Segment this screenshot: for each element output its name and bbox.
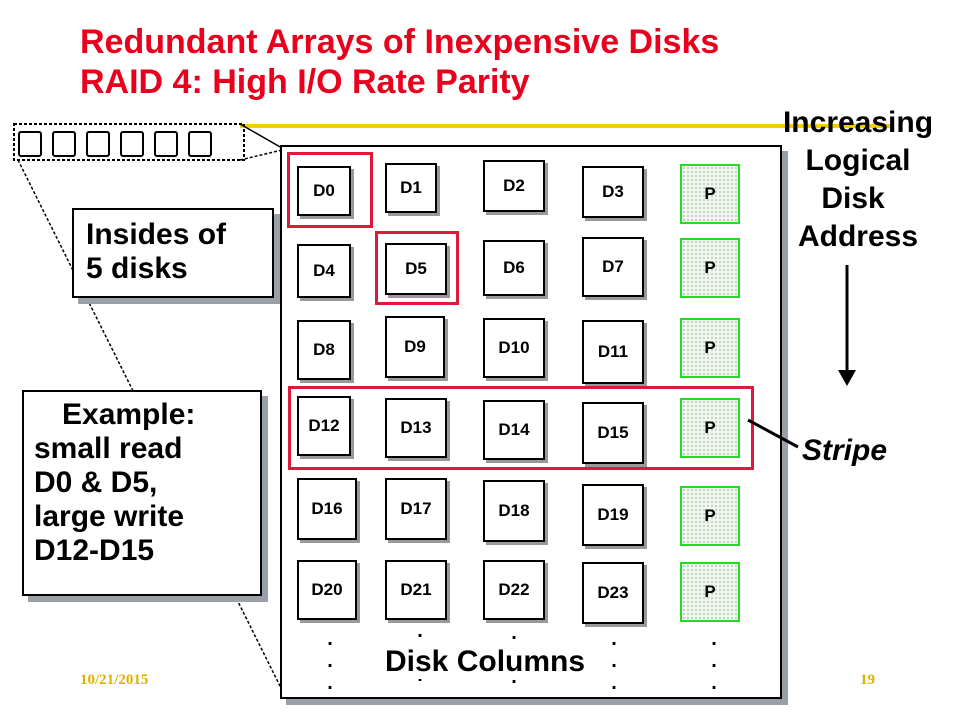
block-d2: D2 [483,160,545,212]
disk-icon [120,131,144,157]
slide-title: Redundant Arrays of Inexpensive Disks RA… [80,22,719,102]
block-d16: D16 [297,478,357,540]
block-d13: D13 [385,398,447,458]
block-d17: D17 [385,478,447,540]
block-d18: D18 [483,480,545,542]
stripe-label: Stripe [802,434,888,467]
highlight-d0 [287,152,373,228]
address-line-3: Disk [821,182,885,215]
highlight-d5 [375,231,459,305]
address-line-2: Logical [805,144,911,177]
example-line-5: D12-D15 [34,534,155,567]
block-d12: D12 [297,396,351,456]
parity-block: P [680,562,740,622]
block-d6: D6 [483,240,545,296]
parity-block: P [680,164,740,224]
block-d22: D22 [483,560,545,620]
block-d4: D4 [297,244,351,298]
disk-icon [188,131,212,157]
disk-icon [154,131,178,157]
block-d19: D19 [582,484,644,546]
parity-block: P [680,486,740,546]
address-line-1: Increasing [782,106,934,139]
block-d1: D1 [385,163,437,213]
block-d11: D11 [582,320,644,384]
block-d10: D10 [483,318,545,378]
parity-block: P [680,238,740,298]
example-line-1: Example: [62,398,196,431]
address-label: Increasing Logical Disk Address [758,104,958,256]
example-line-4: large write [34,500,185,533]
parity-block: P [680,318,740,378]
title-line-1: Redundant Arrays of Inexpensive Disks [80,23,720,61]
disk-icon [52,131,76,157]
continuation-dots: ... [327,628,333,694]
title-underline [240,124,890,128]
disk-icon [18,131,42,157]
address-line-4: Address [797,220,919,253]
disk-icon [86,131,110,157]
example-line-2: small read [34,432,183,465]
insides-line-2: 5 disks [86,252,188,285]
continuation-dots: ... [611,628,617,694]
block-d20: D20 [297,560,357,620]
block-d7: D7 [582,237,644,297]
block-d3: D3 [582,166,644,218]
insides-line-1: Insides of [86,218,227,251]
disk-columns-label: Disk Columns [385,645,586,679]
block-d14: D14 [483,400,545,460]
example-box: Example: small read D0 & D5, large write… [22,390,262,596]
example-text: Example: small read D0 & D5, large write… [34,398,195,568]
highlight-stripe [288,386,754,470]
block-d15: D15 [582,402,644,464]
insides-label: Insides of 5 disks [86,218,226,286]
footer-date: 10/21/2015 [80,672,149,688]
block-d0: D0 [297,166,351,216]
block-d23: D23 [582,562,644,624]
block-d21: D21 [385,560,447,620]
stripe-pointer-line [747,418,799,449]
title-line-2: RAID 4: High I/O Rate Parity [80,63,530,101]
example-line-3: D0 & D5, [34,466,158,499]
page-number: 19 [860,672,875,688]
block-d9: D9 [385,316,445,378]
block-d5: D5 [385,243,447,295]
parity-block: P [680,398,740,458]
insides-label-box: Insides of 5 disks [72,208,274,298]
continuation-dots: ... [711,628,717,694]
down-arrow-icon [838,370,856,386]
block-d8: D8 [297,320,351,380]
